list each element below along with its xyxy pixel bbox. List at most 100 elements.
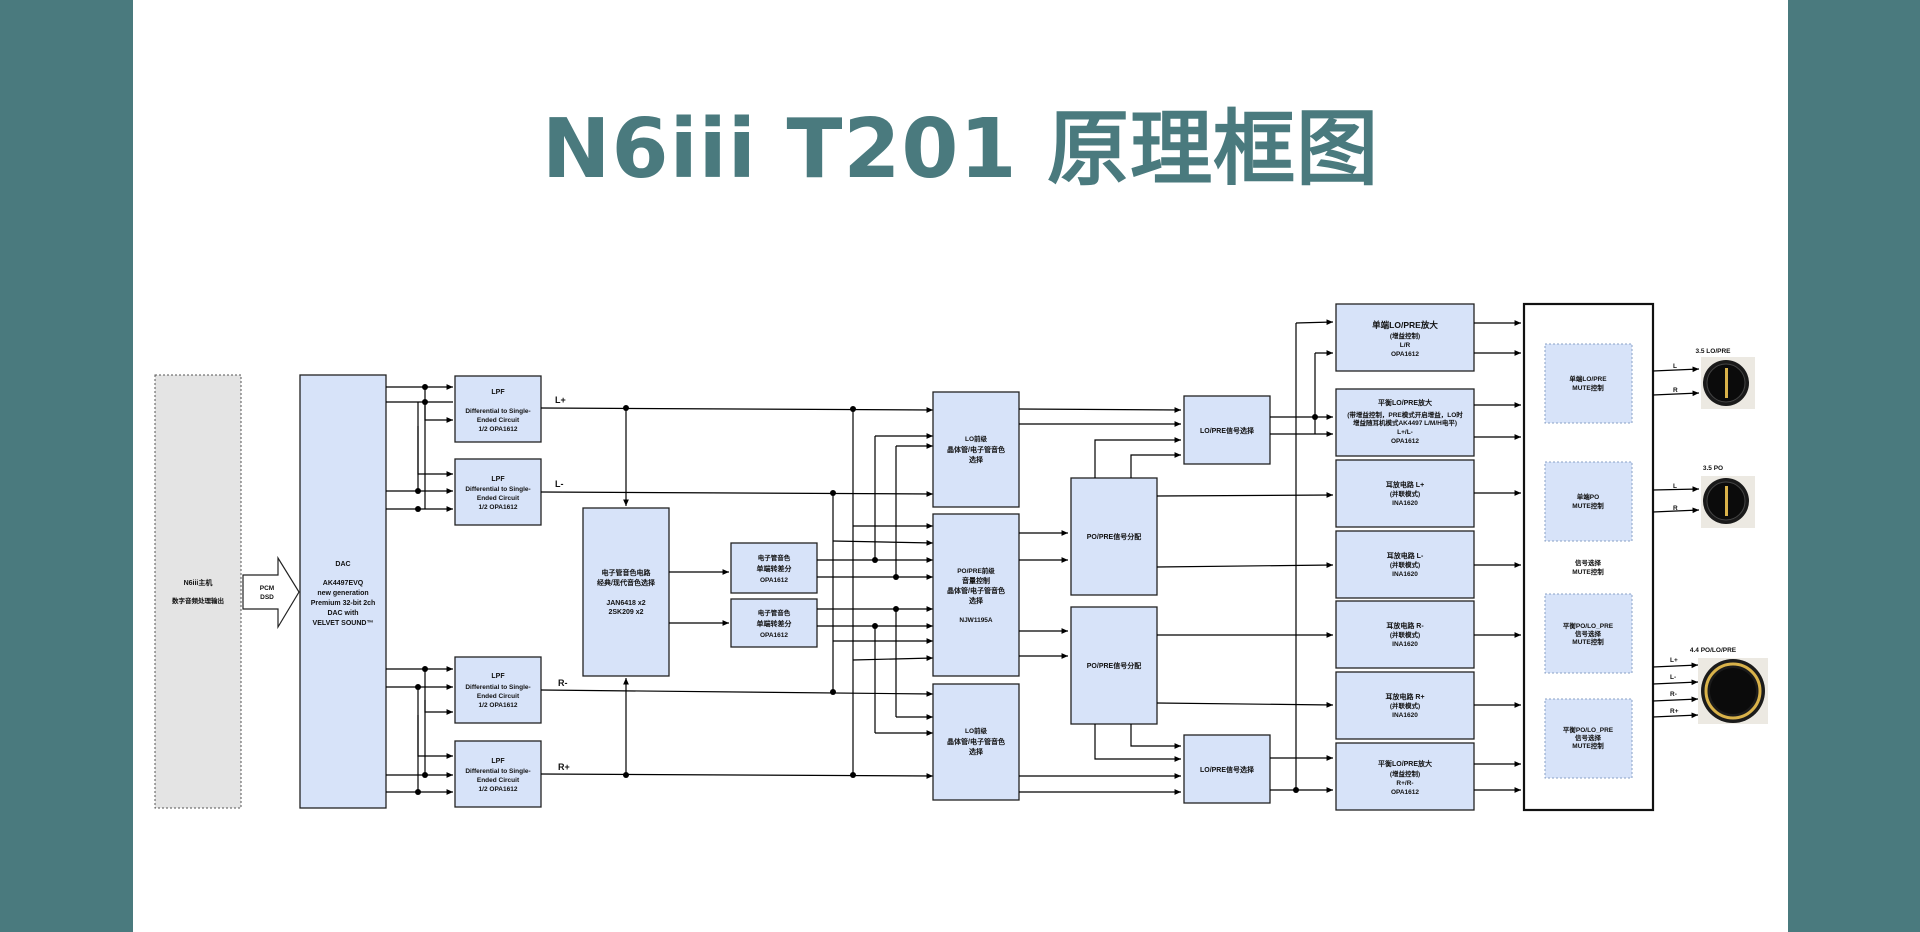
dac-line-4: DAC with <box>327 610 358 617</box>
po-mid-line-3: 晶体管/电子管音色 <box>947 586 1005 595</box>
se-line-3: OPA1612 <box>760 577 788 584</box>
lpf-block-r-minus: LPF Differential to Single- Ended Circui… <box>454 656 542 724</box>
lo-sel-line-2: 晶体管/电子管音色 <box>947 737 1005 746</box>
amp-line-3: L/R <box>1400 342 1411 349</box>
slide: N6iii T201 原理框图 N6iii主机 数字音频处理输出 PCM DSD… <box>133 0 1788 932</box>
po-mid-line-1: PO/PRE前级 <box>957 566 995 575</box>
lo-sel-line-2: 晶体管/电子管音色 <box>947 445 1005 454</box>
jack-3-5-lo-pre: 3.5 LO/PRE L R <box>1652 348 1755 409</box>
mute-1-line-2: MUTE控制 <box>1572 383 1604 392</box>
lpf-block-l-plus: LPF Differential to Single- Ended Circui… <box>454 375 542 443</box>
jack-3-pin-rp: R+ <box>1670 708 1679 715</box>
mute-3-line-3: MUTE控制 <box>1572 637 1604 646</box>
dac-lpf-wiring <box>386 384 453 795</box>
block-diagram: N6iii主机 数字音频处理输出 PCM DSD DAC AK4497EVQ n… <box>154 302 1768 812</box>
output-amp-wiring <box>1156 319 1334 793</box>
amp-line-3: INA1620 <box>1392 571 1418 578</box>
host-sub: 数字音频处理输出 <box>172 596 224 605</box>
se-line-2: 单端转差分 <box>757 564 792 573</box>
po-mid-line-4: 选择 <box>969 596 984 605</box>
tube-line-2: 经典/现代音色选择 <box>597 578 656 587</box>
amp-line-2: (增益控制) <box>1390 331 1420 340</box>
channel-l-minus: L- <box>555 479 564 489</box>
lpf-title: LPF <box>491 673 505 680</box>
dac-line-1: AK4497EVQ <box>323 580 364 587</box>
amp-line-1: 平衡LO/PRE放大 <box>1378 398 1432 407</box>
lo-sel-line-3: 选择 <box>969 455 984 464</box>
lo-sel-line-1: LO前级 <box>965 434 988 443</box>
dac-line-3: Premium 32-bit 2ch <box>311 600 376 607</box>
lpf-line-3: 1/2 OPA1612 <box>479 786 518 793</box>
se-line-1: 电子管音色 <box>758 608 791 617</box>
page-title: N6iii T201 原理框图 <box>541 102 1380 197</box>
single-to-diff-block-2: 电子管音色 单端转差分 OPA1612 <box>730 598 818 648</box>
output-amp-hp-r-minus: 耳放电路 R- (并联模式) INA1620 <box>1335 600 1475 669</box>
po-pre-volume-block: PO/PRE前级 音量控制 晶体管/电子管音色 选择 NJW1195A <box>932 513 1020 677</box>
pcm-dsd-arrow: PCM DSD <box>242 555 300 630</box>
lpf-line-1: Differential to Single- <box>465 684 530 691</box>
sig-select-line-2: MUTE控制 <box>1572 567 1604 576</box>
amp-line-3: 增益随耳机模式AK4497 L/M/H电平) <box>1353 418 1457 427</box>
output-amp-se-lo-pre: 单端LO/PRE放大 (增益控制) L/R OPA1612 <box>1335 303 1475 372</box>
lpf-line-1: Differential to Single- <box>465 768 530 775</box>
lpf-block-r-plus: LPF Differential to Single- Ended Circui… <box>454 740 542 808</box>
mute-2-line-2: MUTE控制 <box>1572 501 1604 510</box>
host-block: N6iii主机 数字音频处理输出 <box>154 374 242 809</box>
jack-4-4-balanced: 4.4 PO/LO/PRE L+ L- R- R+ <box>1652 647 1768 724</box>
amp-line-1: 耳放电路 L+ <box>1386 480 1424 489</box>
po-pre-distribution-top: PO/PRE信号分配 <box>1070 477 1158 596</box>
se-line-2: 单端转差分 <box>757 619 792 628</box>
lo-pre-select-top: LO前级 晶体管/电子管音色 选择 <box>932 391 1020 508</box>
lo-pre-select-bottom: LO前级 晶体管/电子管音色 选择 <box>932 683 1020 801</box>
jack-2-pin-r: R <box>1673 505 1678 512</box>
amp-line-2: (并联模式) <box>1390 701 1420 710</box>
jack-3-pin-lm: L- <box>1670 674 1676 681</box>
channel-lines <box>540 405 934 779</box>
jack-3-pin-rm: R- <box>1670 691 1677 698</box>
tube-tone-block: 电子管音色电路 经典/现代音色选择 JAN6418 x2 2SK209 x2 <box>582 507 670 677</box>
lpf-line-1: Differential to Single- <box>465 486 530 493</box>
lpf-line-2: Ended Circuit <box>477 777 520 784</box>
amp-line-2: (并联模式) <box>1390 560 1420 569</box>
output-amp-hp-r-plus: 耳放电路 R+ (并联模式) INA1620 <box>1335 671 1475 740</box>
output-amp-bal-lo-pre-r: 平衡LO/PRE放大 (增益控制) R+/R- OPA1612 <box>1335 742 1475 811</box>
amp-line-2: (增益控制) <box>1390 769 1420 778</box>
lo-sel-line-1: LO前级 <box>965 726 988 735</box>
jack-1-pin-r: R <box>1673 387 1678 394</box>
mute-1-line-1: 单端LO/PRE <box>1569 374 1607 383</box>
po-mid-line-2: 音量控制 <box>962 576 990 585</box>
amp-line-3: INA1620 <box>1392 500 1418 507</box>
mute-3-line-2: 信号选择 <box>1575 629 1602 638</box>
lpf-title: LPF <box>491 476 505 483</box>
jack-3-5-po: 3.5 PO L R <box>1652 465 1755 528</box>
lpf-line-3: 1/2 OPA1612 <box>479 426 518 433</box>
jack-1-label: 3.5 LO/PRE <box>1695 348 1731 355</box>
jack-1-pin-l: L <box>1673 363 1677 370</box>
lo-pre-signal-select-top: LO/PRE信号选择 <box>1183 395 1271 465</box>
amp-line-4: OPA1612 <box>1391 351 1419 358</box>
amp-line-2: (并联模式) <box>1390 630 1420 639</box>
amp-line-3: R+/R- <box>1396 780 1413 787</box>
amp-line-1: 耳放电路 R+ <box>1385 692 1424 701</box>
output-amp-hp-l-minus: 耳放电路 L- (并联模式) INA1620 <box>1335 530 1475 599</box>
jack-3-pin-lp: L+ <box>1670 657 1678 664</box>
lo-pre-signal-select-bottom: LO/PRE信号选择 <box>1183 734 1271 804</box>
mute-2-line-1: 单端PO <box>1577 492 1599 501</box>
po-mid-line-5: NJW1195A <box>959 617 993 624</box>
amp-line-5: OPA1612 <box>1391 438 1419 445</box>
dac-block: DAC AK4497EVQ new generation Premium 32-… <box>299 374 387 809</box>
amp-line-2: (带增益控制，PRE模式开启增益，LO时 <box>1347 410 1463 419</box>
po-dist-label: PO/PRE信号分配 <box>1087 661 1141 670</box>
amp-to-panel-arrows <box>1474 320 1521 793</box>
dac-line-2: new generation <box>317 590 368 597</box>
dac-title: DAC <box>335 561 350 568</box>
mute-4-line-2: 信号选择 <box>1575 733 1602 742</box>
lpf-block-l-minus: LPF Differential to Single- Ended Circui… <box>454 458 542 526</box>
jack-2-pin-l: L <box>1673 483 1677 490</box>
mute-4-line-3: MUTE控制 <box>1572 741 1604 750</box>
dac-line-5: VELVET SOUND™ <box>313 620 374 627</box>
amp-line-4: L+/L- <box>1397 429 1413 436</box>
amp-line-4: OPA1612 <box>1391 789 1419 796</box>
amp-line-2: (并联模式) <box>1390 489 1420 498</box>
lopre-wiring <box>1018 407 1182 795</box>
